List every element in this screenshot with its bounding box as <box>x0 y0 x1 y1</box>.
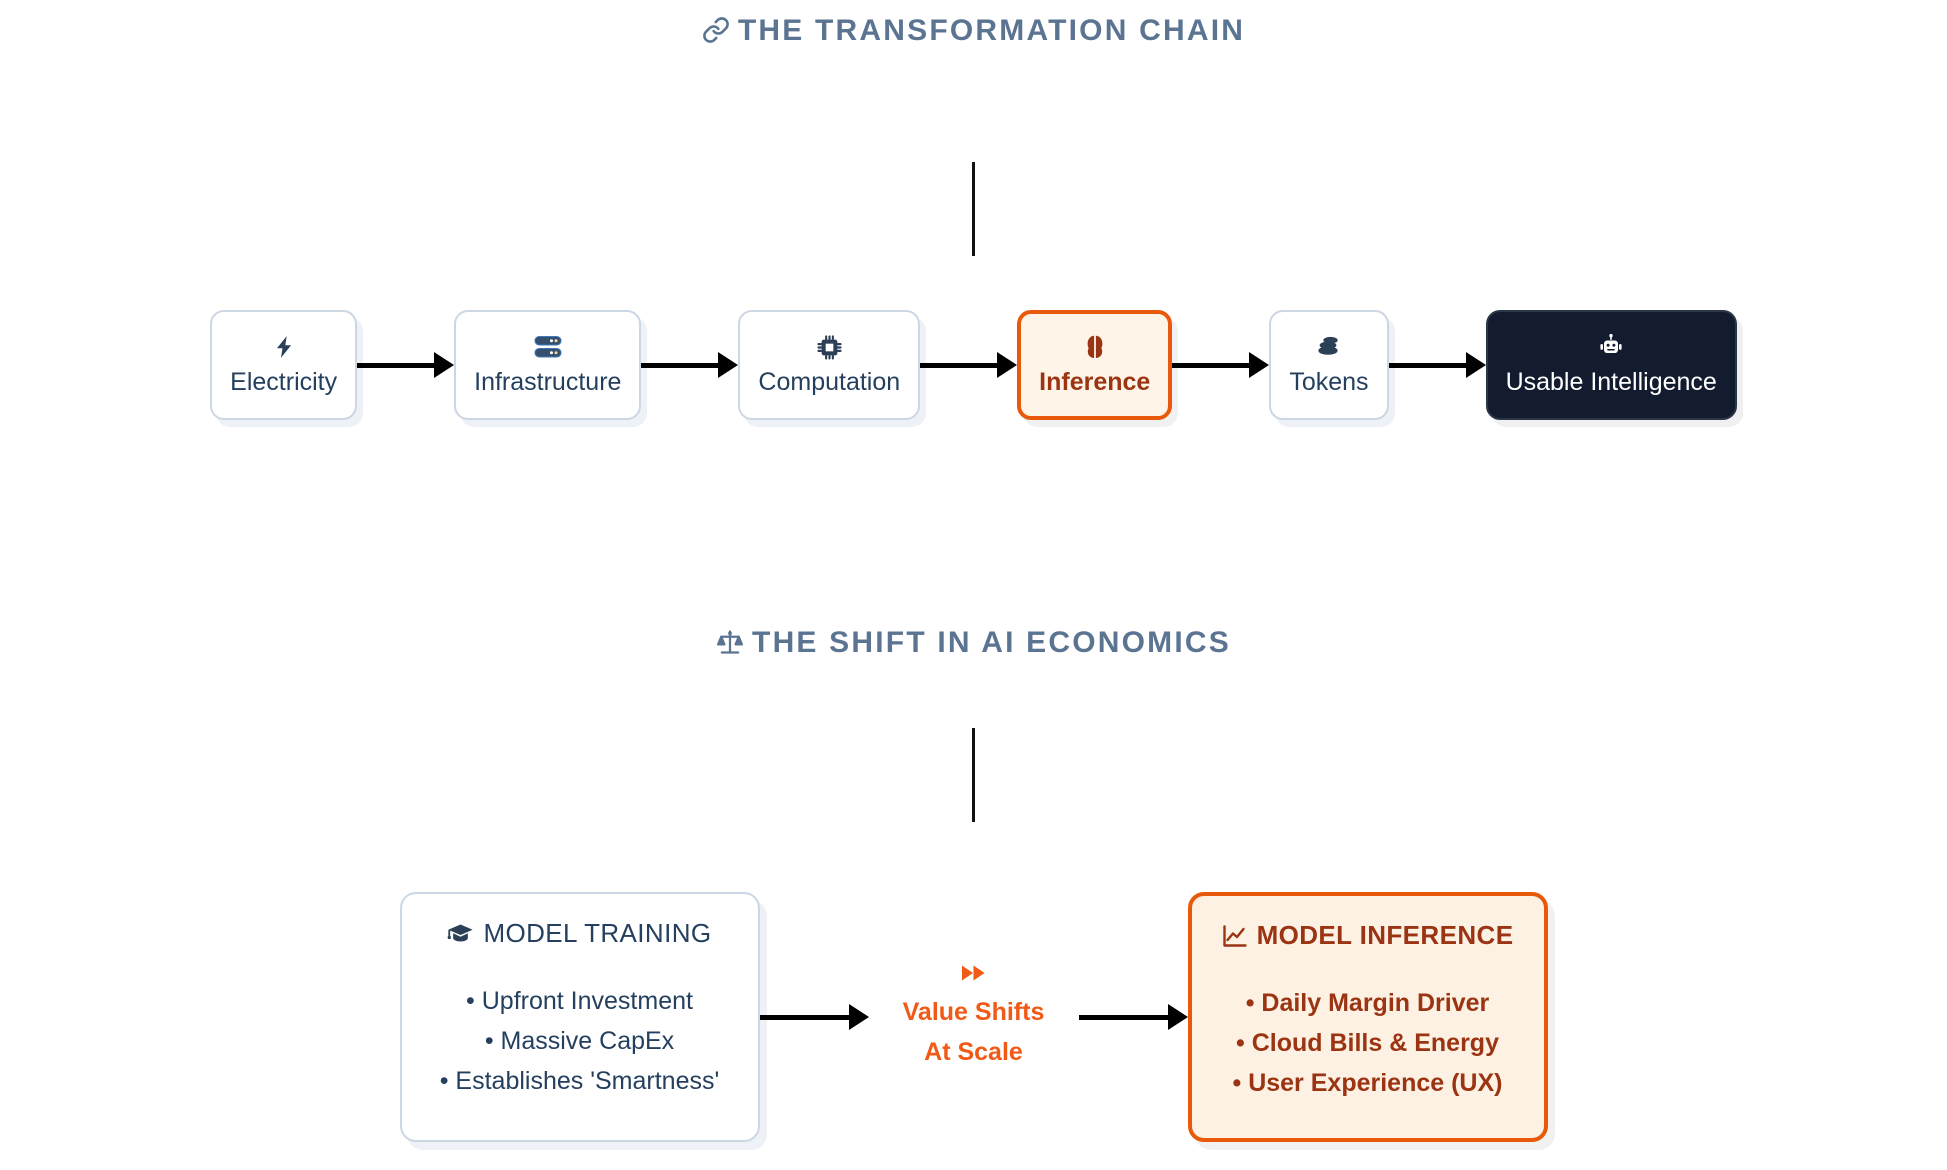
model-inference-title-row: MODEL INFERENCE <box>1222 920 1514 951</box>
brain-icon <box>1083 333 1107 361</box>
arrow-shaft <box>357 362 436 368</box>
bullet-item: • Massive CapEx <box>484 1027 675 1055</box>
chain-node-row: Electricity Infrastructure <box>0 310 1947 420</box>
arrow-head <box>434 352 455 378</box>
arrow-shaft <box>920 362 999 368</box>
bullet-item: • Upfront Investment <box>466 987 693 1015</box>
chain-node-label: Infrastructure <box>474 368 622 396</box>
model-training-card[interactable]: MODEL TRAINING • Upfront Investment • Ma… <box>399 892 760 1142</box>
value-shift-note: Value Shifts At Scale <box>869 962 1079 1072</box>
chain-arrow-1 <box>357 352 455 378</box>
chain-node-usable-intelligence[interactable]: Usable Intelligence <box>1485 310 1737 420</box>
fast-forward-icon <box>959 962 989 984</box>
arrow-shaft <box>1388 362 1467 368</box>
value-shift-line-1: Value Shifts <box>902 998 1045 1026</box>
economics-header-divider <box>972 728 975 822</box>
chain-node-electricity[interactable]: Electricity <box>210 310 358 420</box>
arrow-head <box>718 352 739 378</box>
chain-section-header: THE TRANSFORMATION CHAIN <box>0 8 1947 53</box>
chain-arrow-3 <box>920 352 1018 378</box>
chain-section-title: THE TRANSFORMATION CHAIN <box>737 14 1246 47</box>
bullet-item: • User Experience (UX) <box>1232 1069 1503 1097</box>
economics-section-title: THE SHIFT IN AI ECONOMICS <box>752 626 1231 659</box>
chain-node-label: Usable Intelligence <box>1505 368 1717 396</box>
arrow-shaft <box>759 1014 850 1020</box>
arrow-head <box>848 1004 869 1030</box>
server-rack-icon <box>533 333 563 361</box>
chain-node-tokens[interactable]: Tokens <box>1269 310 1389 420</box>
chain-node-inference[interactable]: Inference <box>1017 310 1173 420</box>
chain-arrow-2 <box>641 352 739 378</box>
model-inference-bullets: • Daily Margin Driver • Cloud Bills & En… <box>1233 987 1503 1099</box>
arrow-head <box>1167 1004 1188 1030</box>
chain-arrow-5 <box>1388 352 1486 378</box>
model-inference-title: MODEL INFERENCE <box>1256 920 1514 950</box>
bullet-item: • Cloud Bills & Energy <box>1236 1029 1499 1057</box>
model-training-bullets: • Upfront Investment • Massive CapEx • E… <box>440 985 720 1097</box>
arrow-head <box>1465 352 1486 378</box>
chain-node-infrastructure[interactable]: Infrastructure <box>454 310 642 420</box>
model-training-title-row: MODEL TRAINING <box>447 918 711 949</box>
graduation-cap-icon <box>447 922 474 946</box>
chain-node-computation[interactable]: Computation <box>738 310 921 420</box>
arrow-shaft <box>641 362 720 368</box>
lightning-bolt-icon <box>271 333 297 361</box>
arrow-shaft <box>1078 1014 1169 1020</box>
economics-arrow-2 <box>1078 1004 1188 1030</box>
value-shift-line-2: At Scale <box>924 1038 1023 1066</box>
economics-section-header: THE SHIFT IN AI ECONOMICS <box>0 620 1947 665</box>
economics-card-row: MODEL TRAINING • Upfront Investment • Ma… <box>0 892 1947 1142</box>
link-chain-icon <box>702 16 730 44</box>
robot-icon <box>1597 333 1625 361</box>
bullet-item: • Daily Margin Driver <box>1245 989 1490 1017</box>
bullet-item: • Establishes 'Smartness' <box>439 1067 720 1095</box>
arrow-head <box>1249 352 1270 378</box>
balance-scale-icon <box>716 628 744 656</box>
cpu-chip-icon <box>816 333 843 361</box>
model-inference-card[interactable]: MODEL INFERENCE • Daily Margin Driver • … <box>1187 892 1548 1142</box>
chart-line-icon <box>1222 924 1248 948</box>
chain-node-label: Tokens <box>1289 368 1369 396</box>
arrow-head <box>997 352 1018 378</box>
chain-arrow-4 <box>1172 352 1270 378</box>
model-training-title: MODEL TRAINING <box>483 918 712 948</box>
chain-header-divider <box>972 162 975 256</box>
economics-arrow-1 <box>759 1004 869 1030</box>
arrow-shaft <box>1172 362 1251 368</box>
chain-node-label: Electricity <box>230 368 338 396</box>
chain-node-label: Computation <box>758 368 901 396</box>
chain-node-label: Inference <box>1039 368 1151 396</box>
coin-stack-icon <box>1315 333 1343 361</box>
